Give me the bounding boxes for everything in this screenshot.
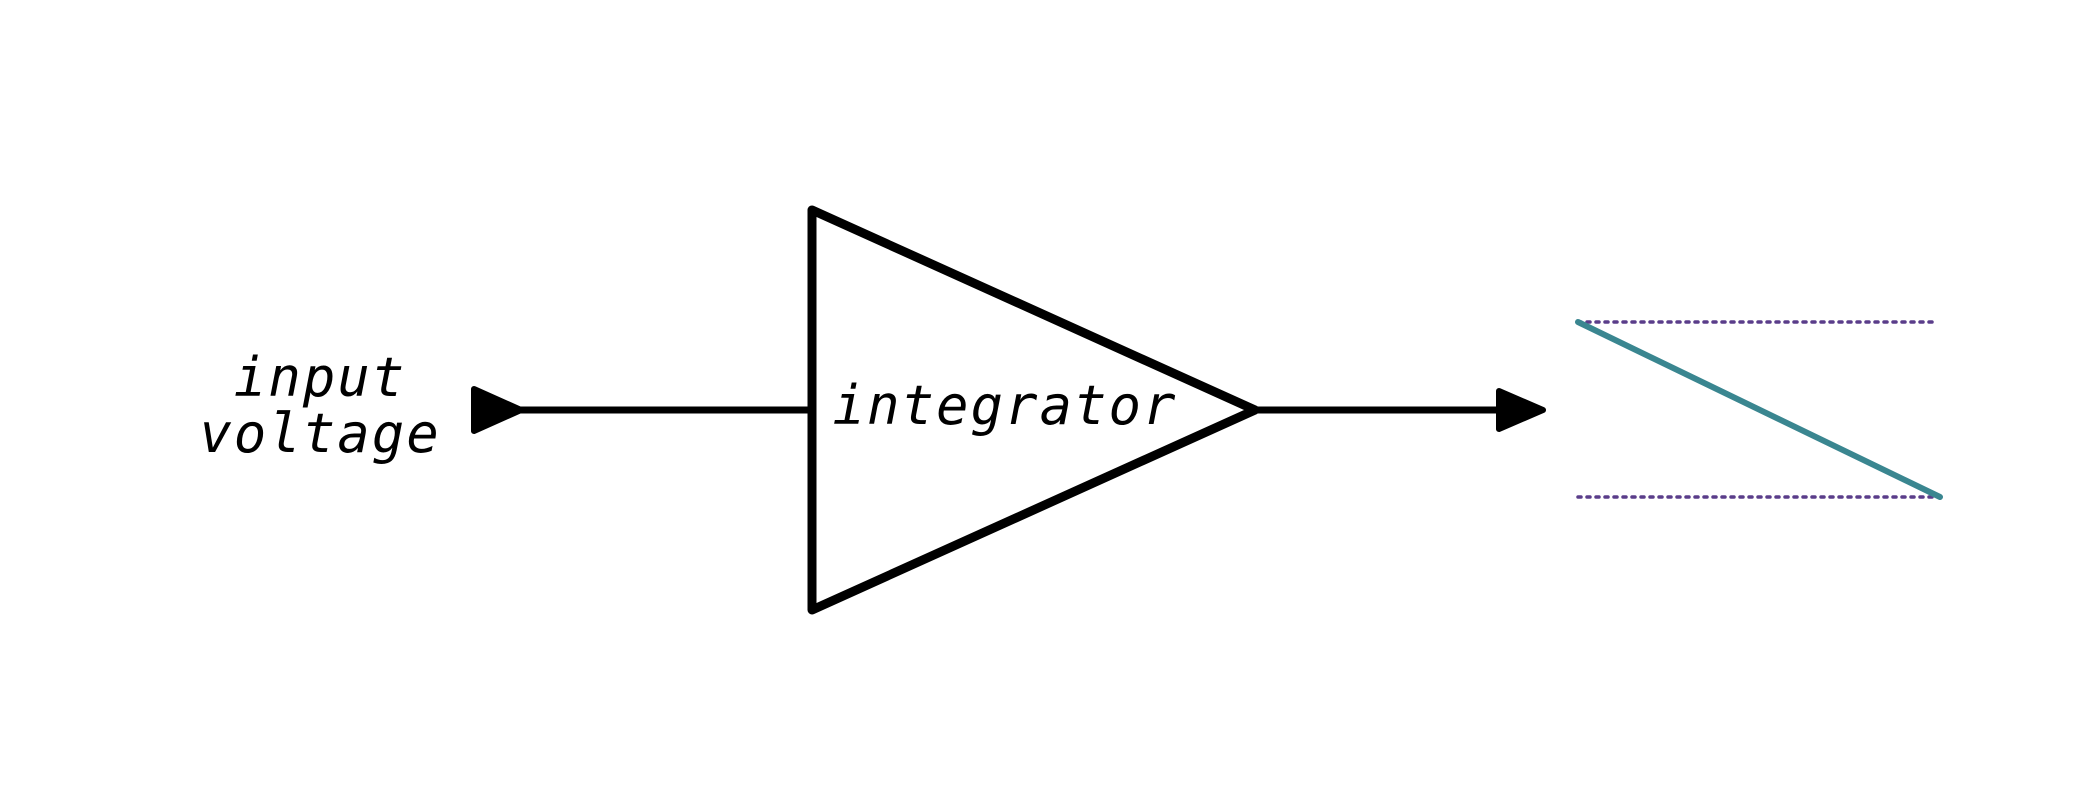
input-label-line2: voltage [199, 402, 441, 465]
input-arrow-head-icon [471, 386, 524, 434]
input-label: input voltage [199, 346, 441, 465]
output-arrow-head-icon [1496, 388, 1546, 432]
input-label-line1: input [234, 346, 407, 409]
output-ramp-line [1575, 319, 1943, 500]
integrator-label: integrator [832, 374, 1177, 437]
integrator-block [807, 205, 1260, 615]
